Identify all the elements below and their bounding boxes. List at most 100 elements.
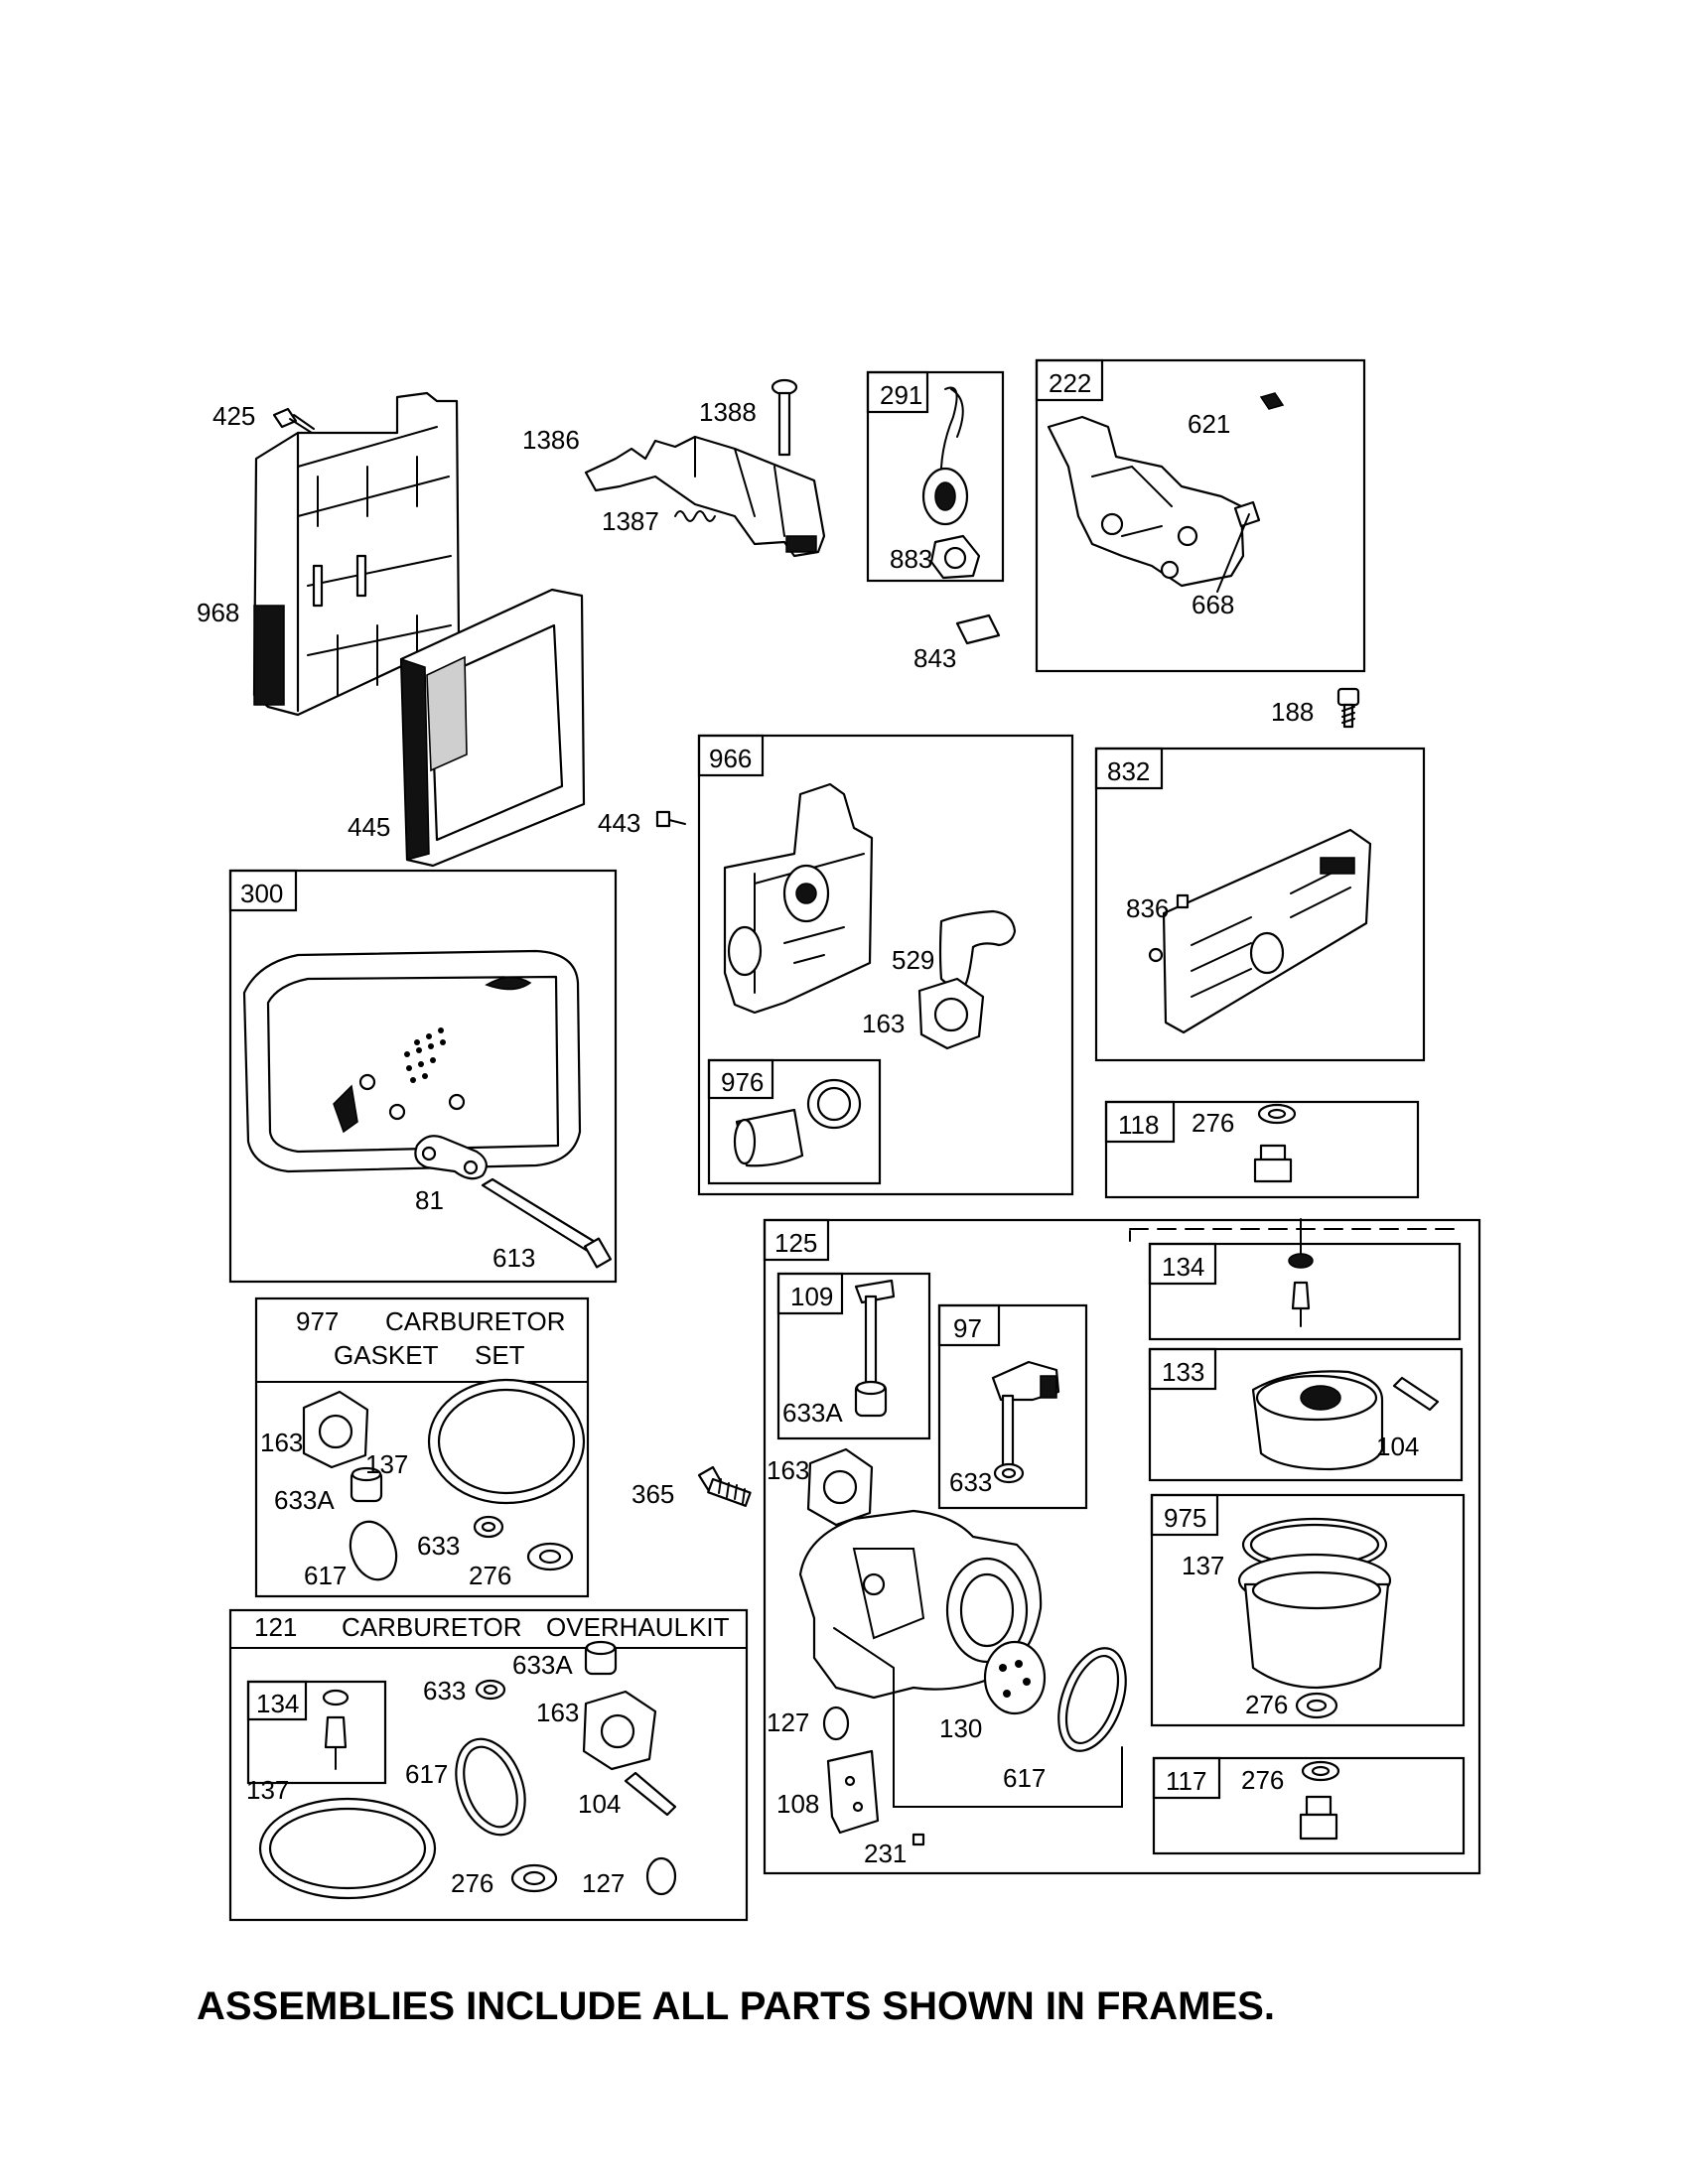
callout-276-975: 276 [1245, 1690, 1288, 1719]
callout-836: 836 [1126, 893, 1169, 923]
needle-134-carb-part [1288, 1218, 1314, 1327]
frame-label-966: 966 [709, 744, 752, 773]
frame-label-222: 222 [1049, 368, 1091, 398]
callout-621: 621 [1188, 409, 1230, 439]
frame-label-97: 97 [953, 1313, 982, 1343]
overhaul-kit-title-3: KIT [689, 1612, 730, 1642]
callout-883: 883 [890, 544, 932, 574]
frame-222 [1035, 358, 1366, 673]
carburetor-body-125-part [798, 1447, 1123, 1808]
gasket-set-163-part [302, 1390, 369, 1469]
bolt-1388-part [771, 378, 798, 457]
stud-365-part [697, 1465, 752, 1507]
washer-276-118-part [1257, 1103, 1297, 1125]
callout-613: 613 [492, 1243, 535, 1273]
gasket-130-part [983, 1640, 1047, 1715]
callout-137-977: 137 [365, 1449, 408, 1479]
callout-276-977: 276 [469, 1561, 511, 1590]
spring-1387-part [674, 510, 716, 522]
screw-836-part [1176, 893, 1190, 909]
plug-127-125-part [822, 1706, 850, 1741]
screw-231-part [912, 1833, 925, 1846]
frame-134-kit [246, 1680, 387, 1785]
callout-617-121: 617 [405, 1759, 448, 1789]
plug-118-part [1253, 1144, 1293, 1183]
frame-975 [1150, 1493, 1466, 1727]
float-133-part [1251, 1370, 1384, 1471]
frame-label-291: 291 [880, 380, 922, 410]
frame-966 [697, 734, 1074, 1196]
frame-label-976: 976 [721, 1067, 764, 1097]
gasket-set-number: 977 [296, 1306, 339, 1336]
callout-163-966: 163 [862, 1009, 905, 1038]
overhaul-kit-617-part [455, 1737, 526, 1837]
frame-300 [228, 869, 618, 1284]
callout-425: 425 [212, 401, 255, 431]
gasket-set-title-1: CARBURETOR [385, 1306, 566, 1336]
washer-276-975-part [1295, 1692, 1338, 1719]
governor-lever-1386-part [584, 435, 826, 558]
frame-label-300: 300 [240, 879, 283, 908]
callout-365: 365 [632, 1479, 674, 1509]
callout-104-121: 104 [578, 1789, 621, 1819]
gasket-set-title-3: SET [475, 1340, 525, 1370]
callout-1388: 1388 [699, 397, 757, 427]
overhaul-kit-title-1: CARBURETOR [342, 1612, 522, 1642]
frame-label-134-carb: 134 [1162, 1252, 1204, 1282]
frame-118 [1104, 1100, 1420, 1199]
air-filter-445-part [399, 588, 586, 868]
callout-633A-121: 633A [512, 1650, 573, 1680]
callout-1387: 1387 [602, 506, 659, 536]
gasket-set-633A-part [350, 1466, 383, 1503]
overhaul-kit-633A-part [584, 1640, 618, 1676]
callout-163-977: 163 [260, 1428, 303, 1457]
bushing-633A-109-part [854, 1380, 888, 1418]
gasket-set-617-part [349, 1520, 398, 1581]
frame-109 [776, 1272, 931, 1440]
control-bracket-222-part [1047, 415, 1261, 593]
primer-291-part [921, 386, 969, 526]
frame-label-118: 118 [1118, 1110, 1159, 1140]
filter-976-part [733, 1078, 862, 1167]
callout-445: 445 [348, 812, 390, 842]
shaft-109-part [854, 1279, 896, 1394]
overhaul-kit-104-part [624, 1771, 677, 1817]
frame-label-117: 117 [1166, 1766, 1206, 1796]
frame-label-832: 832 [1107, 756, 1150, 786]
frame-label-133: 133 [1162, 1357, 1204, 1387]
frame-97 [937, 1303, 1088, 1510]
callout-163-121: 163 [536, 1698, 579, 1727]
overhaul-kit-137-part [258, 1797, 437, 1900]
callout-276-118: 276 [1192, 1108, 1234, 1138]
gasket-set-137-part [427, 1378, 586, 1505]
callout-633-977: 633 [417, 1531, 460, 1561]
overhaul-kit-276-part [510, 1863, 558, 1893]
air-cleaner-base-968-part [252, 391, 461, 717]
callout-633A-109: 633A [782, 1398, 843, 1428]
screw-425-part [272, 407, 315, 434]
housing-966-part [723, 782, 874, 1015]
callout-81: 81 [415, 1185, 444, 1215]
callout-529: 529 [892, 945, 934, 975]
gasket-set-title-2: GASKET [334, 1340, 439, 1370]
overhaul-kit-163-part [582, 1690, 657, 1771]
plate-108-part [826, 1749, 880, 1835]
callout-968: 968 [197, 598, 239, 627]
callout-443: 443 [598, 808, 640, 838]
pin-104-133-part [1392, 1376, 1440, 1412]
frame-label-109: 109 [790, 1282, 833, 1311]
frame-125 [763, 1218, 1481, 1875]
frame-134-carb [1148, 1242, 1462, 1341]
stud-613-part [481, 1177, 613, 1269]
callout-633-97: 633 [949, 1467, 992, 1497]
callout-276-117: 276 [1241, 1765, 1284, 1795]
callout-276-121: 276 [451, 1868, 493, 1898]
callout-188: 188 [1271, 697, 1314, 727]
overhaul-kit-633-part [475, 1679, 506, 1701]
callout-127-121: 127 [582, 1868, 625, 1898]
gasket-set-276-part [526, 1542, 574, 1571]
muffler-300-part [242, 949, 582, 1173]
callout-231: 231 [864, 1839, 907, 1868]
callout-633A-977: 633A [274, 1485, 335, 1515]
